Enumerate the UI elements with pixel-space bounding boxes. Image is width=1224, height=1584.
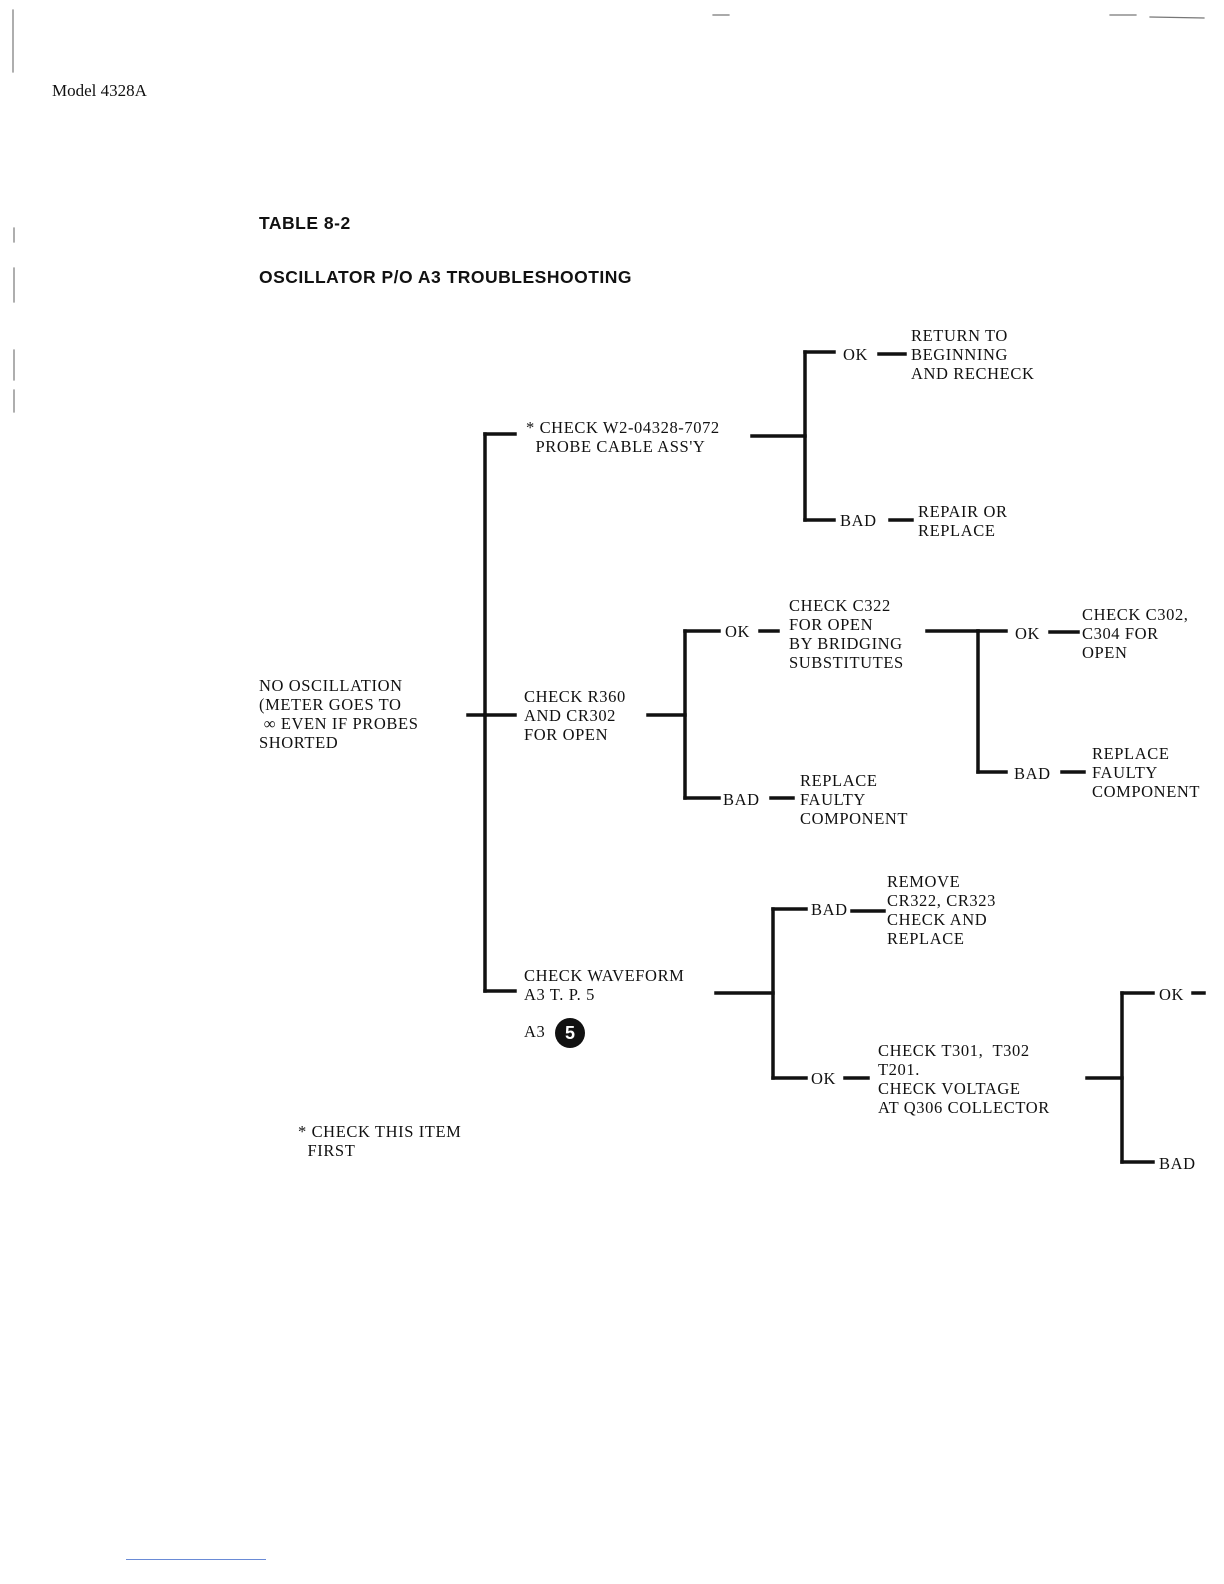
node-check-c302: CHECK C302, C304 FOR OPEN [1082,605,1189,662]
node-no-oscillation: NO OSCILLATION (METER GOES TO ∞ EVEN IF … [259,676,419,752]
label-waveform-ok: OK [811,1069,837,1088]
node-check-c322: CHECK C322 FOR OPEN BY BRIDGING SUBSTITU… [789,596,904,672]
label-r360-ok: OK [725,622,751,641]
table-title-name: OSCILLATOR P/O A3 TROUBLESHOOTING [259,267,632,287]
footer-rule [126,1559,266,1560]
table-title: TABLE 8-2 OSCILLATOR P/O A3 TROUBLESHOOT… [259,178,632,304]
node-check-probe-cable: * CHECK W2-04328-7072 PROBE CABLE ASS'Y [526,418,720,456]
label-r360-bad: BAD [723,790,760,809]
waveform-ref-label: A3 [524,1022,546,1041]
model-number: Model 4328A [52,81,147,100]
label-probe-bad: BAD [840,511,877,530]
label-c322-ok: OK [1015,624,1041,643]
label-c322-bad: BAD [1014,764,1051,783]
node-check-t301: CHECK T301, T302 T201. CHECK VOLTAGE AT … [878,1041,1050,1117]
table-title-number: TABLE 8-2 [259,213,351,233]
node-replace-faulty-component-r360: REPLACE FAULTY COMPONENT [800,771,909,828]
node-return-to-beginning: RETURN TO BEGINNING AND RECHECK [911,326,1035,383]
label-waveform-bad: BAD [811,900,848,919]
node-check-r360: CHECK R360 AND CR302 FOR OPEN [524,687,626,744]
label-t301-bad: BAD [1159,1154,1196,1173]
node-remove-cr322: REMOVE CR322, CR323 CHECK AND REPLACE [887,872,996,948]
node-repair-or-replace: REPAIR OR REPLACE [918,502,1008,540]
footnote-check-first: * CHECK THIS ITEM FIRST [298,1122,462,1160]
label-t301-ok: OK [1159,985,1185,1004]
label-probe-ok: OK [843,345,869,364]
node-replace-faulty-component-c322: REPLACE FAULTY COMPONENT [1092,744,1201,801]
reference-number-badge: 5 [555,1018,585,1048]
node-check-waveform: CHECK WAVEFORM A3 T. P. 5 [524,966,685,1004]
